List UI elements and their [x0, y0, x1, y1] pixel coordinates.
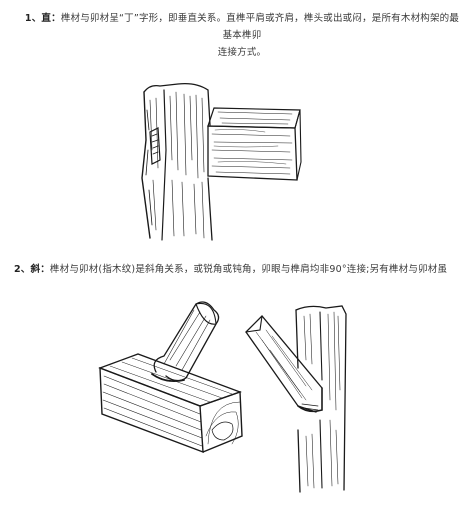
section1-text-line2: 连接方式。 [217, 47, 267, 58]
straight-joint-sketch-icon [0, 0, 474, 250]
section1-keyword: 直 [41, 13, 52, 24]
section2-number: 2、 [14, 264, 31, 275]
section1-colon: ： [51, 13, 61, 24]
section1-number: 1、 [24, 13, 42, 24]
section2-text: 榫材与卯材(指木纹)是斜角关系，或锐角或钝角，卯眼与榫肩均非90°连接;另有榫材… [49, 264, 448, 275]
diagonal-joint-sketch-icon [0, 280, 474, 500]
diagonal-joint-svg [98, 301, 347, 493]
section2-paragraph: 2、斜：榫材与卯材(指木纹)是斜角关系，或锐角或钝角，卯眼与榫肩均非90°连接;… [14, 261, 464, 278]
section1-paragraph: 1、直：榫材与卯材呈“丁”字形，即垂直关系。直榫平肩或齐肩，榫头或出或闷，是所有… [22, 10, 462, 61]
straight-joint-svg [141, 82, 302, 241]
section2-colon: ： [40, 264, 50, 275]
section1-text-line1: 榫材与卯材呈“丁”字形，即垂直关系。直榫平肩或齐肩，榫头或出或闷，是所有木材构架… [60, 13, 460, 41]
section2-keyword: 斜 [30, 264, 41, 275]
